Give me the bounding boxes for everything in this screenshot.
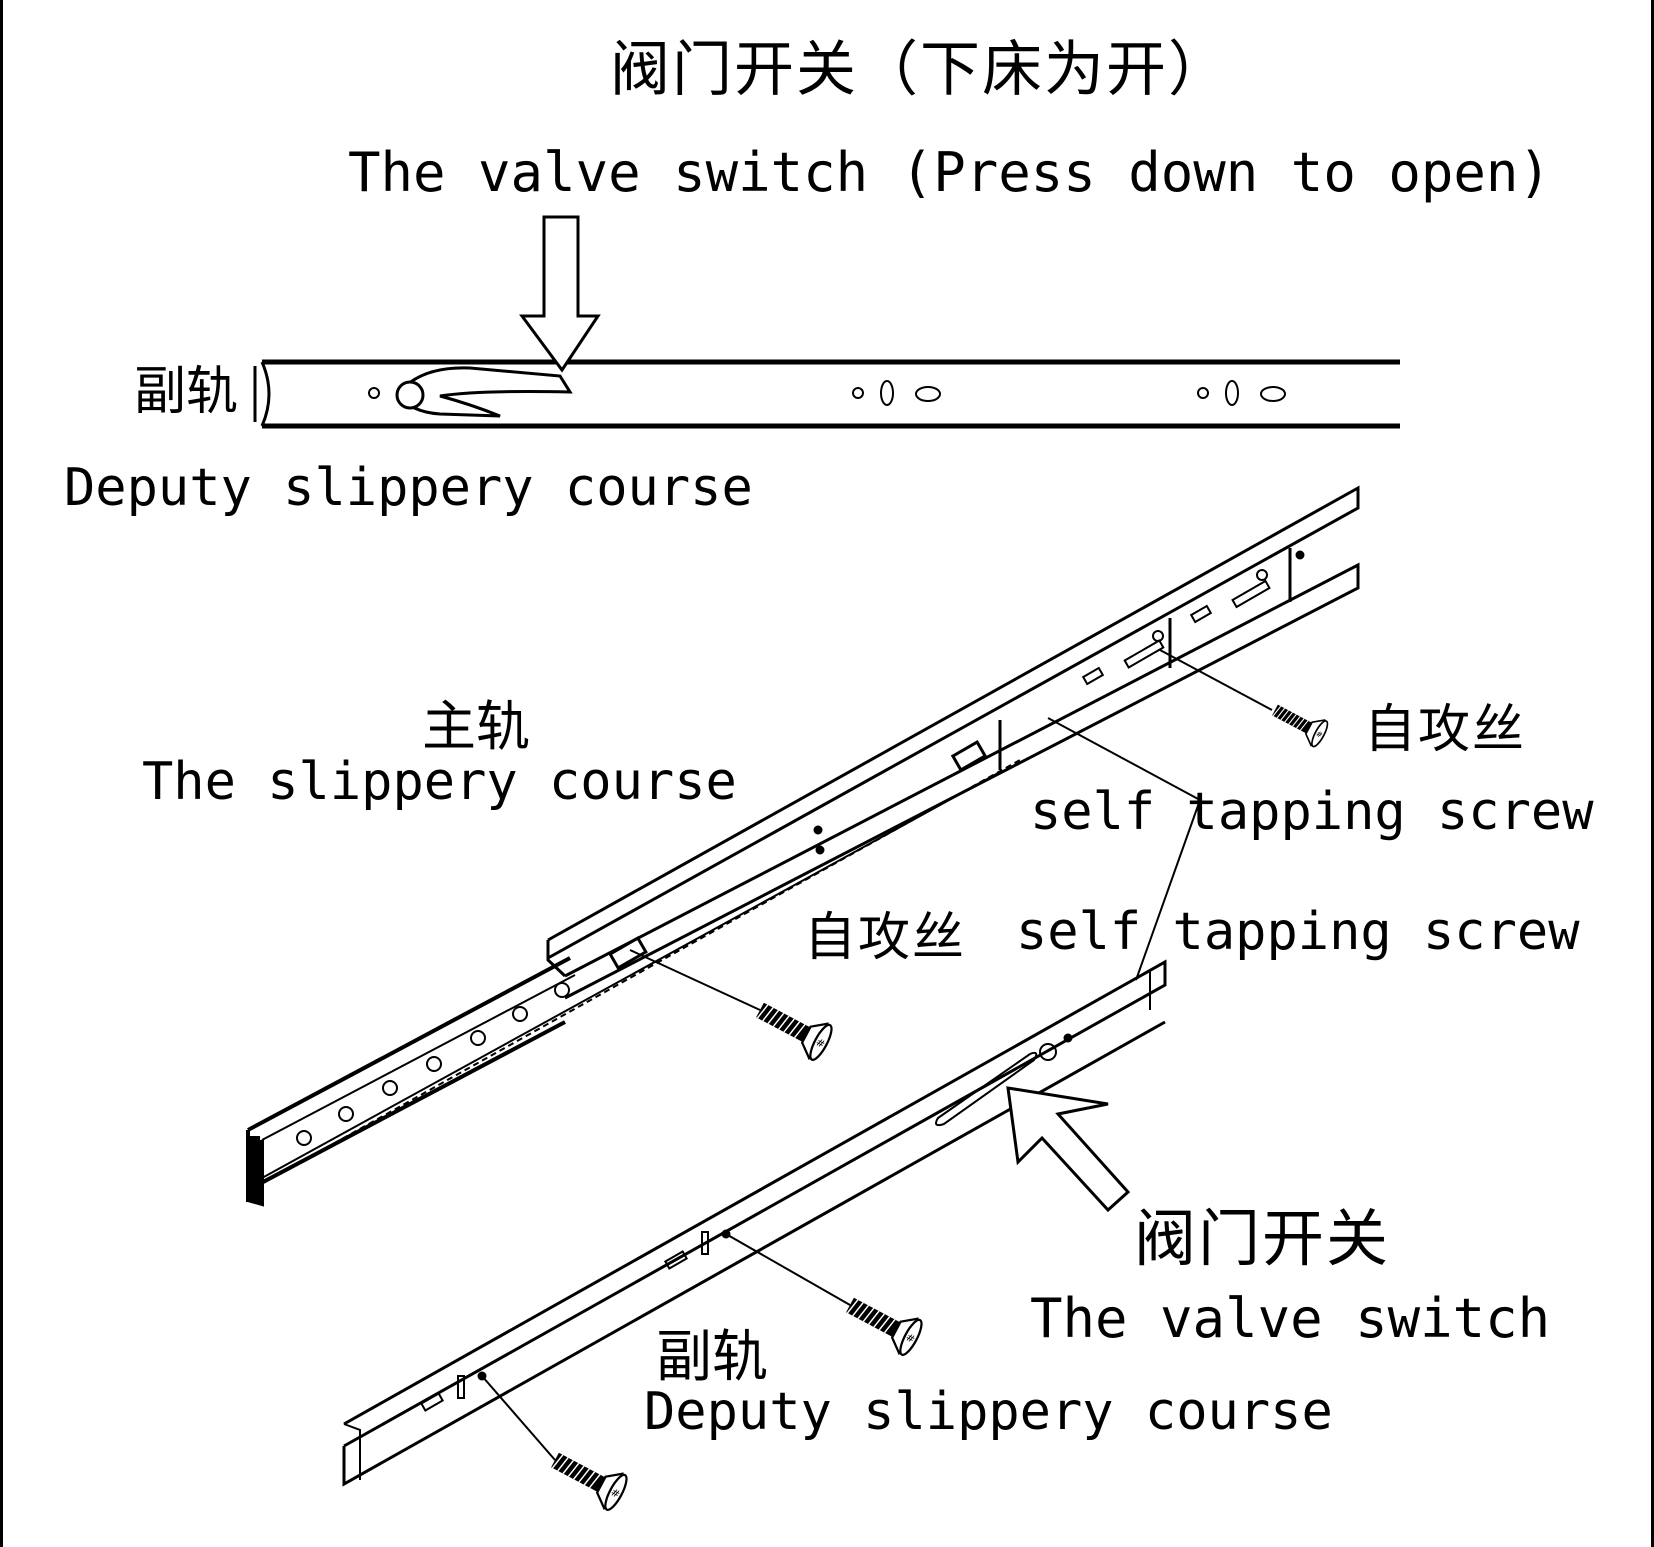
screw-right-label-en: self tapping screw	[1030, 782, 1594, 842]
screw-middle	[751, 993, 836, 1063]
screw-right	[1268, 697, 1330, 748]
screw-lower-left	[546, 1443, 631, 1513]
screw-middle-label-cn: 自攻丝	[804, 908, 967, 968]
deputy-rail-label-en: Deputy slippery course	[644, 1382, 1333, 1442]
top-rail-label-en: Deputy slippery course	[64, 458, 753, 518]
top-valve-title-en: The valve switch (Press down to open)	[348, 141, 1551, 204]
main-rail-label-en: The slippery course	[142, 752, 737, 812]
press-down-arrow	[519, 215, 601, 373]
deputy-rail-label-cn: 副轨	[656, 1325, 768, 1390]
screw-lower-right	[841, 1288, 926, 1358]
valve-switch-label-cn: 阀门开关	[1134, 1202, 1391, 1275]
main-rail	[246, 485, 1360, 1207]
screw-right-label-cn: 自攻丝	[1364, 700, 1527, 760]
main-rail-label-cn: 主轨	[422, 695, 530, 758]
valve-switch-arrow	[1006, 1086, 1131, 1213]
top-deputy-rail	[253, 359, 1400, 429]
leader-lines	[481, 649, 1273, 1461]
lower-deputy-rail	[342, 959, 1167, 1487]
valve-switch-label-en: The valve switch	[1030, 1287, 1551, 1350]
screw-middle-label-en: self tapping screw	[1016, 902, 1580, 962]
top-valve-title-cn: 阀门开关（下床为开）	[610, 35, 1230, 105]
top-rail-label-cn: 副轨	[134, 362, 239, 422]
